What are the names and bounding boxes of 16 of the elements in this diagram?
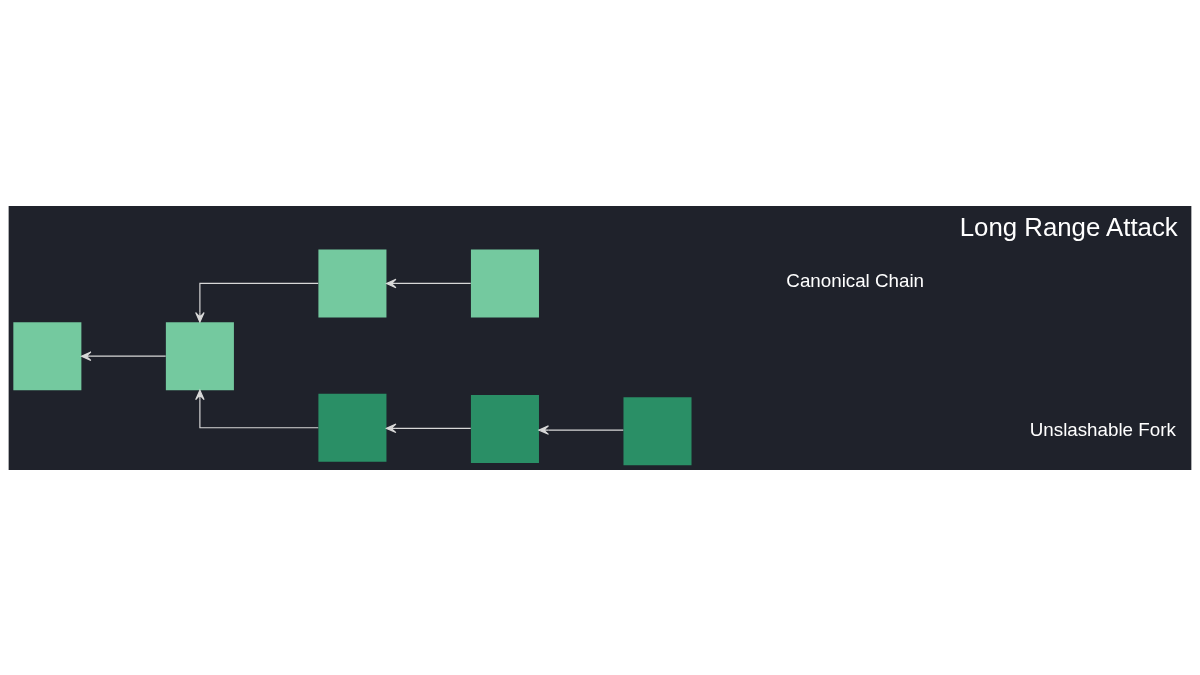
node-box (165, 321, 234, 390)
node-box (623, 396, 692, 465)
arrow (195, 389, 319, 428)
arrow (385, 278, 472, 288)
label: Canonical Chain (786, 269, 925, 291)
node-box (318, 393, 387, 462)
arrow (195, 282, 319, 323)
label: Unslashable Fork (1029, 418, 1176, 440)
diagram-title: Long Range Attack (959, 212, 1178, 241)
node-box (13, 321, 82, 390)
arrow (385, 423, 472, 433)
arrow (538, 424, 624, 435)
node-box (318, 248, 387, 317)
node-box (470, 394, 539, 463)
arrow (80, 350, 167, 361)
node-box (470, 248, 539, 317)
